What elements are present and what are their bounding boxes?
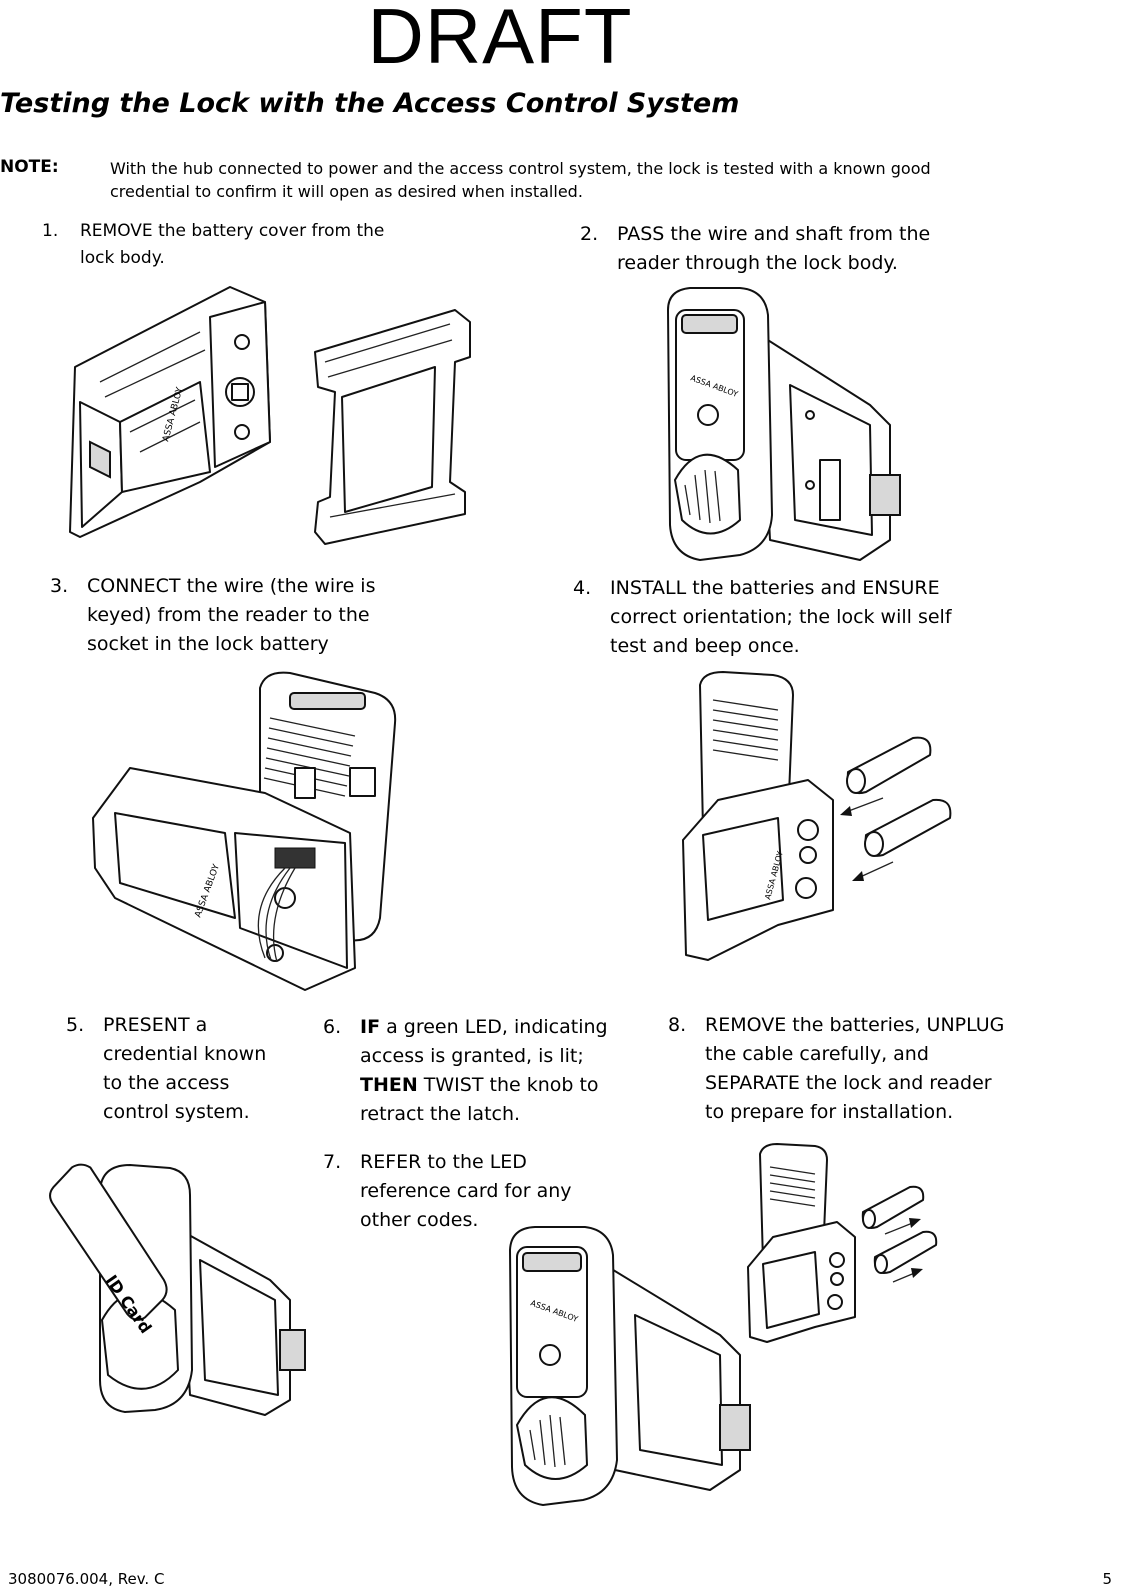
step-line: to prepare for installation.	[705, 1101, 954, 1123]
step-line: REMOVE the batteries, UNPLUG	[705, 1014, 1005, 1036]
note-line-1: With the hub connected to power and the …	[110, 159, 931, 178]
step-6: 6. IF a green LED, indicating access is …	[323, 1013, 653, 1133]
step-3: 3. CONNECT the wire (the wire is keyed) …	[50, 572, 450, 662]
battery-icon	[873, 1230, 938, 1274]
step-8: 8. REMOVE the batteries, UNPLUG the cabl…	[668, 1011, 1088, 1131]
step-line: CONNECT the wire (the wire is	[87, 575, 376, 597]
note-line-2: credential to confirm it will open as de…	[110, 182, 583, 201]
note-text: With the hub connected to power and the …	[110, 157, 1110, 203]
illustration-twist-knob: ASSA ABLOY	[509, 1226, 751, 1506]
step-number: 6.	[323, 1016, 342, 1038]
step-7: 7. REFER to the LED reference card for a…	[323, 1148, 653, 1238]
step-line: IF a green LED, indicating	[360, 1016, 608, 1038]
step-line: THEN TWIST the knob to	[360, 1074, 599, 1096]
illustration-separate	[747, 1143, 938, 1343]
step-line: keyed) from the reader to the	[87, 604, 370, 626]
step-2: 2. PASS the wire and shaft from the read…	[580, 220, 1000, 280]
step-line: SEPARATE the lock and reader	[705, 1072, 992, 1094]
page-title: Testing the Lock with the Access Control…	[0, 88, 740, 119]
step-number: 3.	[50, 575, 69, 597]
then-keyword: THEN	[360, 1074, 418, 1096]
step-number: 8.	[668, 1014, 687, 1036]
step-line: INSTALL the batteries and ENSURE	[610, 577, 940, 599]
step-line: reader through the lock body.	[617, 252, 898, 274]
step-number: 4.	[573, 577, 592, 599]
illustration-connect-wire: ASSA ABLOY	[92, 671, 397, 991]
step-number: 7.	[323, 1151, 342, 1173]
note-label: NOTE:	[0, 157, 59, 177]
step-5: 5. PRESENT a credential known to the acc…	[66, 1011, 306, 1131]
battery-icon	[864, 798, 952, 857]
step-line: lock body.	[80, 248, 165, 268]
step-line: socket in the lock battery	[87, 633, 329, 655]
step-1: 1. REMOVE the battery cover from the loc…	[42, 218, 462, 278]
step-number: 1.	[42, 221, 59, 241]
illustration-install-batteries: ASSA ABLOY	[682, 671, 952, 961]
step-line: reference card for any	[360, 1180, 572, 1202]
step-line: other codes.	[360, 1209, 479, 1231]
illustration-pass-wire: ASSA ABLOY	[667, 287, 901, 561]
step-line: credential known	[103, 1043, 267, 1065]
illustration-remove-cover: ASSA ABLOY	[69, 286, 471, 545]
if-keyword: IF	[360, 1016, 381, 1038]
step-line: REFER to the LED	[360, 1151, 527, 1173]
step-line: the cable carefully, and	[705, 1043, 929, 1065]
step-line: access is granted, is lit;	[360, 1045, 584, 1067]
illustration-present-credential: ID Card	[49, 1163, 306, 1416]
document-number: 3080076.004, Rev. C	[8, 1570, 165, 1588]
battery-icon	[861, 1185, 925, 1229]
step-line: correct orientation; the lock will self	[610, 606, 952, 628]
step-number: 2.	[580, 223, 599, 245]
step-line: PRESENT a	[103, 1014, 208, 1036]
step-line: control system.	[103, 1101, 250, 1123]
page-number: 5	[1102, 1570, 1112, 1588]
step-line: REMOVE the battery cover from the	[80, 221, 385, 241]
step-4: 4. INSTALL the batteries and ENSURE corr…	[573, 574, 1013, 664]
step-line: to the access	[103, 1072, 230, 1094]
step-line: PASS the wire and shaft from the	[617, 223, 931, 245]
step-number: 5.	[66, 1014, 85, 1036]
step-line: retract the latch.	[360, 1103, 521, 1125]
step-line: test and beep once.	[610, 635, 800, 657]
battery-icon	[846, 736, 932, 794]
draft-watermark: DRAFT	[367, 0, 633, 80]
